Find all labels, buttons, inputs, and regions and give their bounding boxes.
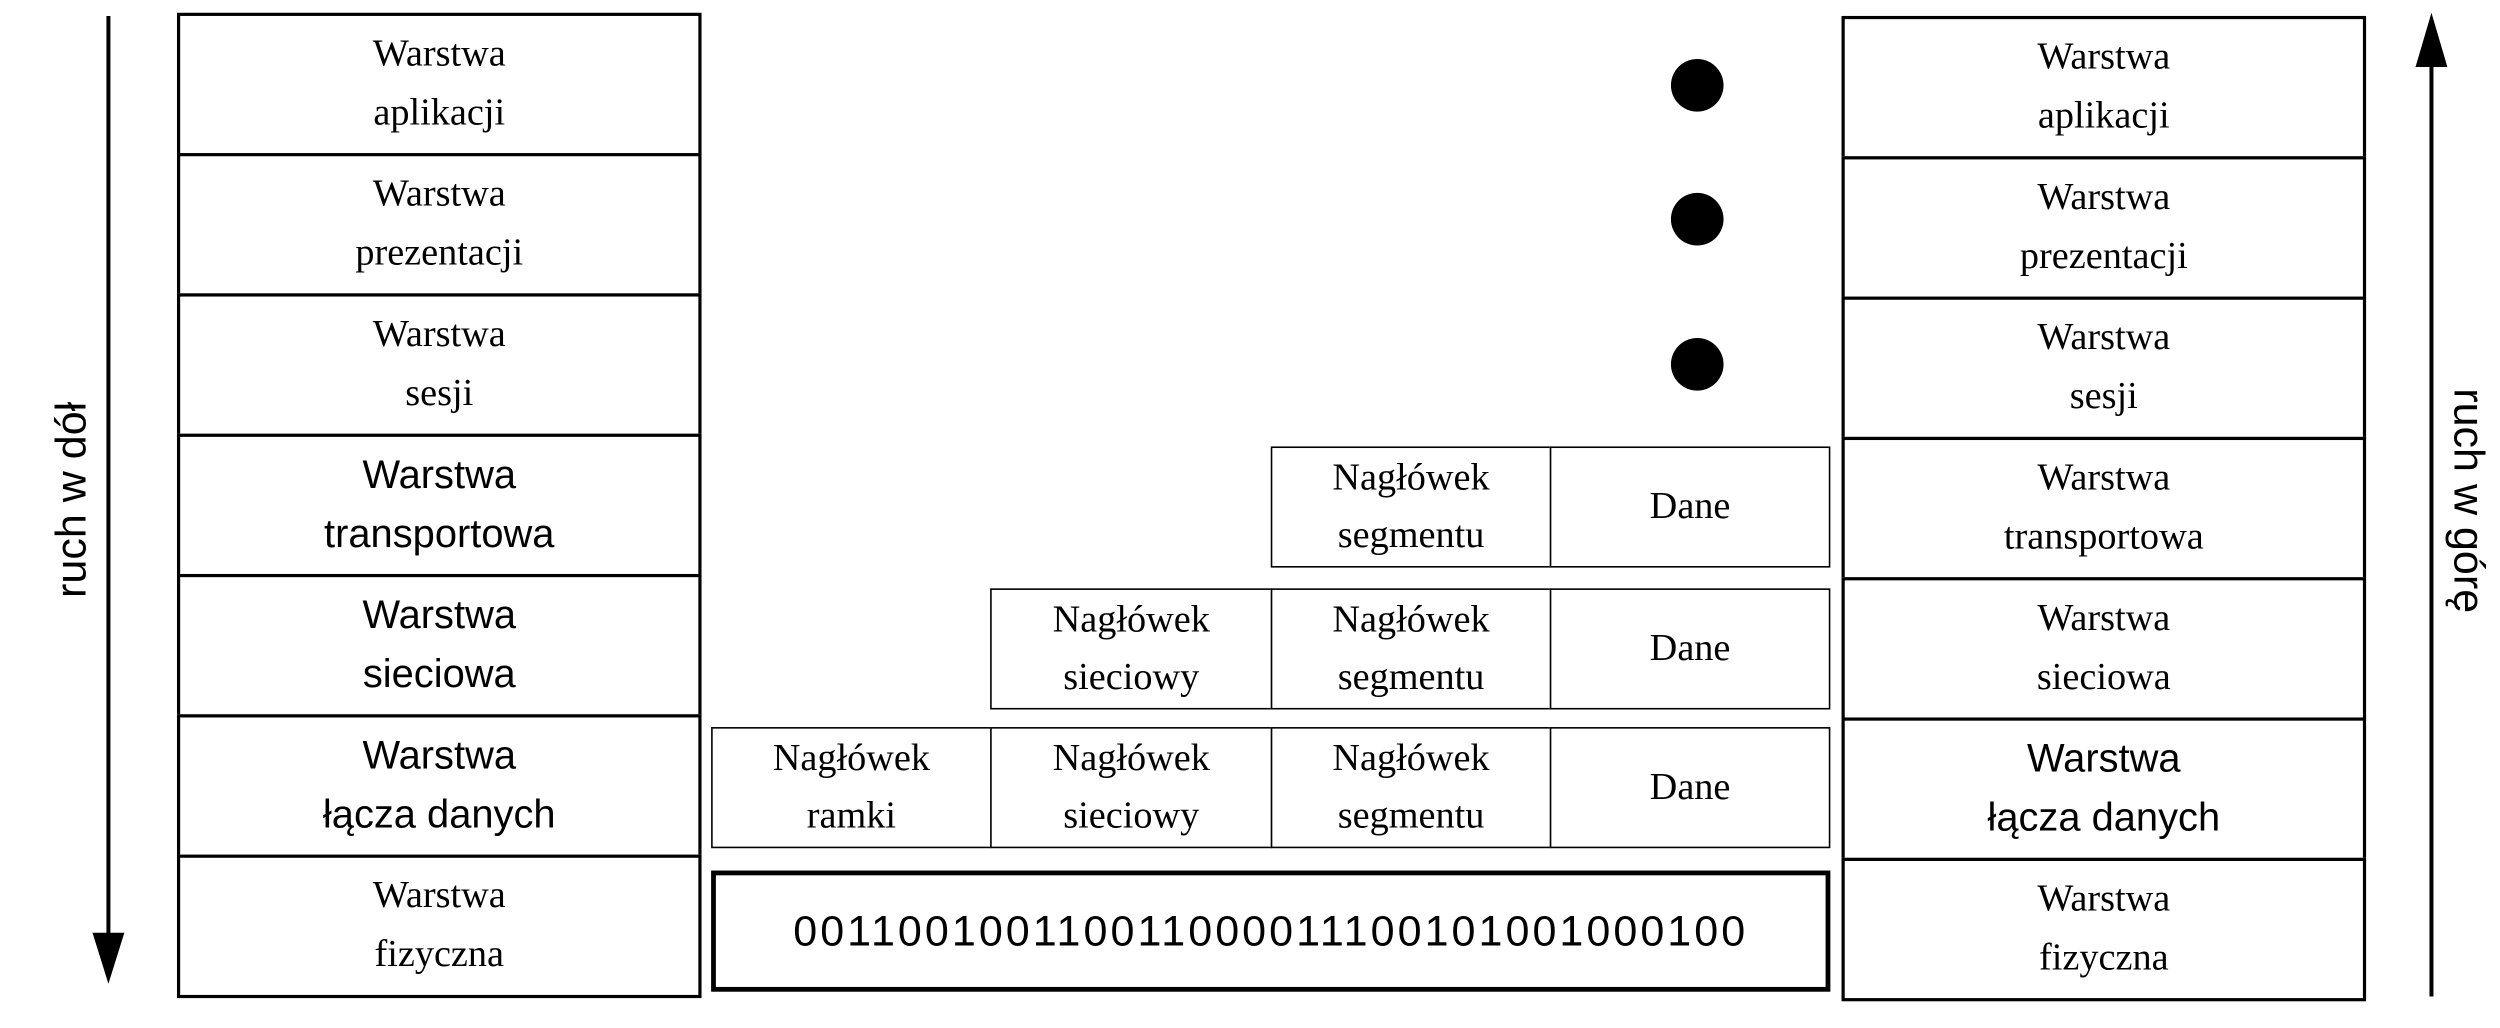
layer-label: Warstwa (362, 733, 517, 779)
layer-session: Warstwa sesji (1841, 296, 2367, 441)
layer-label: Warstwa (2037, 457, 2171, 500)
layer-datalink: Warstwa łącza danych (176, 714, 702, 858)
layer-label: Warstwa (2037, 878, 2171, 920)
layer-label: aplikacji (2037, 95, 2170, 138)
cell-label: Nagłówek (1052, 599, 1210, 641)
layer-label: fizyczna (374, 934, 505, 976)
layer-label: sieciowa (2036, 656, 2171, 699)
layer-session: Warstwa sesji (176, 293, 702, 437)
up-arrow-icon (2415, 12, 2448, 997)
layer-label: Warstwa (2037, 597, 2171, 640)
layer-label: fizyczna (2039, 937, 2169, 979)
layer-label: Warstwa (362, 452, 517, 498)
cell-label: segmentu (1337, 795, 1485, 838)
data-payload: Dane (1549, 727, 1831, 849)
layer-label: Warstwa (372, 173, 506, 216)
layer-presentation: Warstwa prezentacji (176, 153, 702, 297)
layer-label: Warstwa (2037, 317, 2171, 359)
layer-label: aplikacji (373, 92, 506, 134)
cell-label: sieciowy (1063, 795, 1200, 838)
layer-label: prezentacji (2019, 235, 2188, 278)
cell-label: Dane (1649, 486, 1731, 528)
down-arrow-icon (92, 15, 125, 984)
cell-label: sieciowy (1063, 656, 1200, 699)
layer-application: Warstwa aplikacji (1841, 15, 2367, 160)
segment-header: Nagłówek segmentu (1270, 446, 1552, 568)
ellipsis-dot (1670, 58, 1724, 112)
cell-label: Nagłówek (1332, 599, 1490, 641)
layer-label: transportowa (2003, 516, 2204, 559)
layer-presentation: Warstwa prezentacji (1841, 156, 2367, 300)
cell-label: Nagłówek (1332, 738, 1490, 780)
network-header: Nagłówek sieciowy (990, 588, 1273, 710)
layer-label: sesji (2069, 376, 2138, 418)
direction-label-up: ruch w górę (2445, 388, 2493, 614)
layer-transport: Warstwa transportowa (176, 433, 702, 578)
layer-physical: Warstwa fizyczna (1841, 857, 2367, 1002)
segment-header: Nagłówek segmentu (1270, 588, 1552, 710)
layer-label: Warstwa (362, 593, 517, 638)
layer-network: Warstwa sieciowa (176, 573, 702, 718)
layer-transport: Warstwa transportowa (1841, 436, 2367, 581)
cell-label: segmentu (1337, 514, 1485, 557)
layer-label: Warstwa (372, 33, 506, 75)
layer-label: Warstwa (2037, 176, 2171, 219)
physical-bitstream: 001100100110011000011100101001000100 (711, 870, 1831, 992)
segment-header: Nagłówek segmentu (1270, 727, 1552, 849)
layer-label: prezentacji (355, 232, 524, 275)
data-payload: Dane (1549, 588, 1831, 710)
layer-label: Warstwa (2027, 736, 2181, 782)
layer-label: Warstwa (372, 875, 506, 917)
frame-header: Nagłówek ramki (711, 727, 992, 849)
cell-label: Nagłówek (1052, 738, 1210, 780)
layer-label: Warstwa (2037, 36, 2171, 79)
direction-label-down: ruch w dół (47, 401, 95, 598)
cell-label: segmentu (1337, 656, 1485, 699)
layer-label: transportowa (324, 511, 555, 557)
data-payload: Dane (1549, 446, 1831, 568)
cell-label: Dane (1649, 766, 1731, 809)
layer-label: łącza danych (322, 792, 556, 838)
layer-label: łącza danych (1987, 795, 2221, 841)
layer-network: Warstwa sieciowa (1841, 577, 2367, 721)
layer-application: Warstwa aplikacji (176, 12, 702, 157)
layer-physical: Warstwa fizyczna (176, 854, 702, 999)
cell-label: Nagłówek (772, 738, 931, 780)
layer-label: Warstwa (372, 314, 506, 356)
layer-label: sesji (405, 373, 474, 415)
cell-label: Dane (1649, 628, 1731, 670)
ellipsis-dot (1670, 192, 1724, 246)
cell-label: Nagłówek (1332, 457, 1490, 500)
network-header: Nagłówek sieciowy (990, 727, 1273, 849)
layer-label: sieciowa (362, 652, 516, 697)
ellipsis-dot (1670, 338, 1724, 391)
layer-datalink: Warstwa łącza danych (1841, 717, 2367, 861)
cell-label: ramki (806, 795, 897, 838)
